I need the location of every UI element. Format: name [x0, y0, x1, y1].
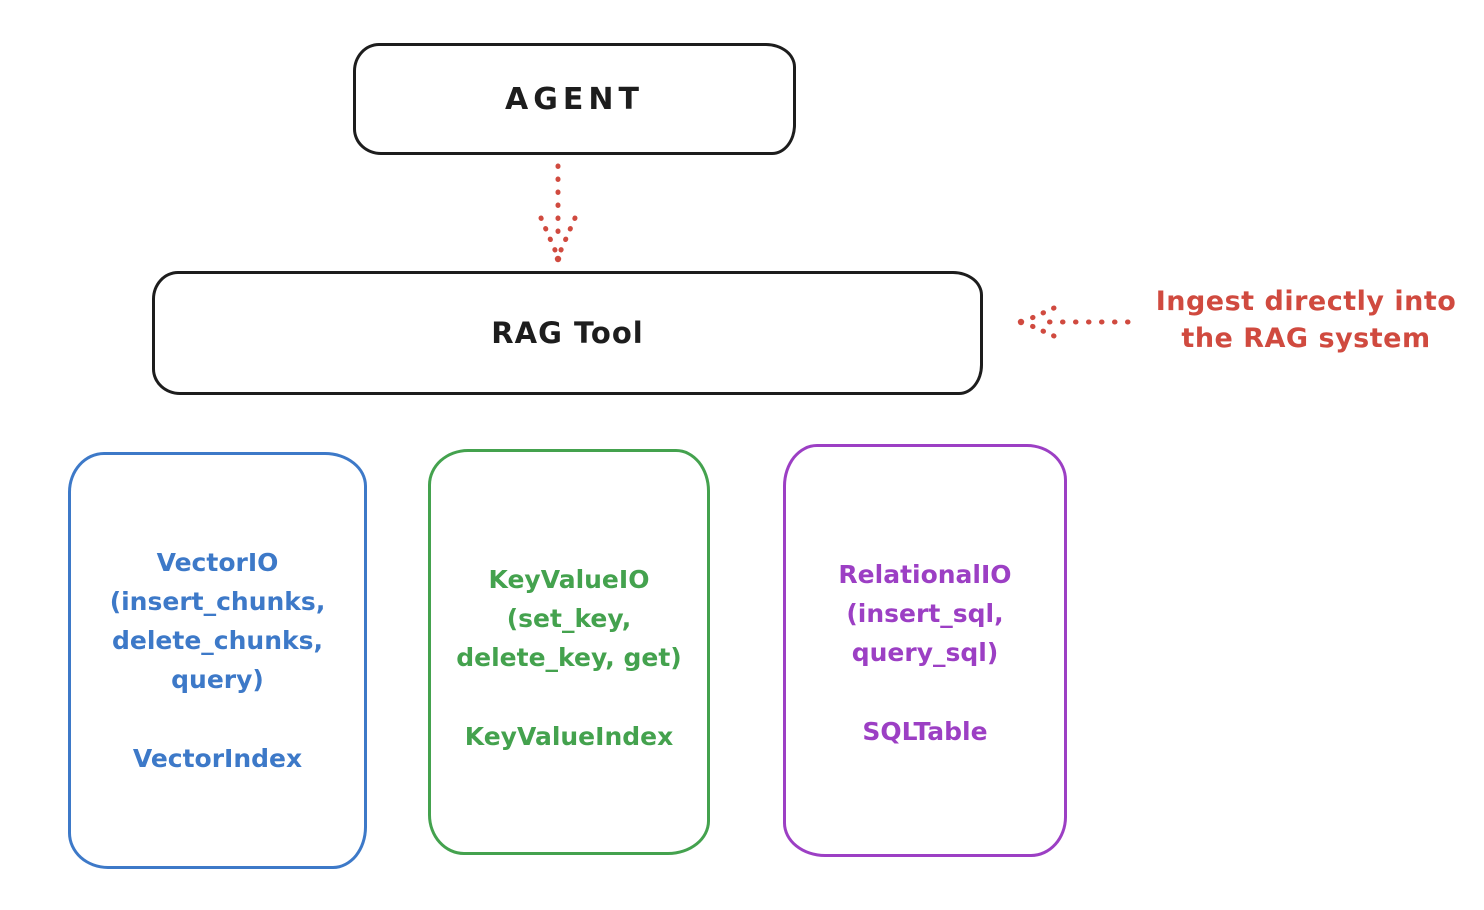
keyvalue-io-methods-line1: (set_key, [506, 604, 632, 633]
vector-io-methods-line1: (insert_chunks, [109, 587, 326, 616]
ingest-annotation-line1: Ingest directly into [1155, 286, 1457, 317]
agent-box: AGENT [353, 43, 796, 155]
ingest-annotation-line2: the RAG system [1181, 323, 1431, 354]
relational-io-title: RelationalIO [838, 560, 1012, 589]
rag-tool-label: RAG Tool [491, 316, 644, 350]
keyvalue-io-title: KeyValueIO [488, 565, 650, 594]
sql-table-label: SQLTable [862, 717, 988, 746]
relational-io-methods-line1: (insert_sql, [846, 599, 1004, 628]
keyvalue-index-label: KeyValueIndex [464, 722, 674, 751]
vector-io-title: VectorIO [156, 548, 279, 577]
vector-io-methods-line3: query) [171, 665, 264, 694]
relational-io-methods-line2: query_sql) [851, 638, 999, 667]
relational-io-box: RelationalIO (insert_sql, query_sql) SQL… [783, 444, 1067, 857]
rag-tool-box: RAG Tool [152, 271, 983, 395]
keyvalue-io-box: KeyValueIO (set_key, delete_key, get) Ke… [428, 449, 710, 855]
arrow-agent-to-rag-tool [538, 163, 578, 263]
agent-label: AGENT [505, 81, 644, 117]
vector-index-label: VectorIndex [132, 744, 303, 773]
vector-io-box: VectorIO (insert_chunks, delete_chunks, … [68, 452, 367, 869]
arrow-annotation-to-rag-tool [1017, 305, 1131, 339]
vector-io-methods-line2: delete_chunks, [112, 626, 323, 655]
ingest-annotation: Ingest directly into the RAG system [1138, 283, 1474, 357]
keyvalue-io-methods-line2: delete_key, get) [456, 643, 682, 672]
